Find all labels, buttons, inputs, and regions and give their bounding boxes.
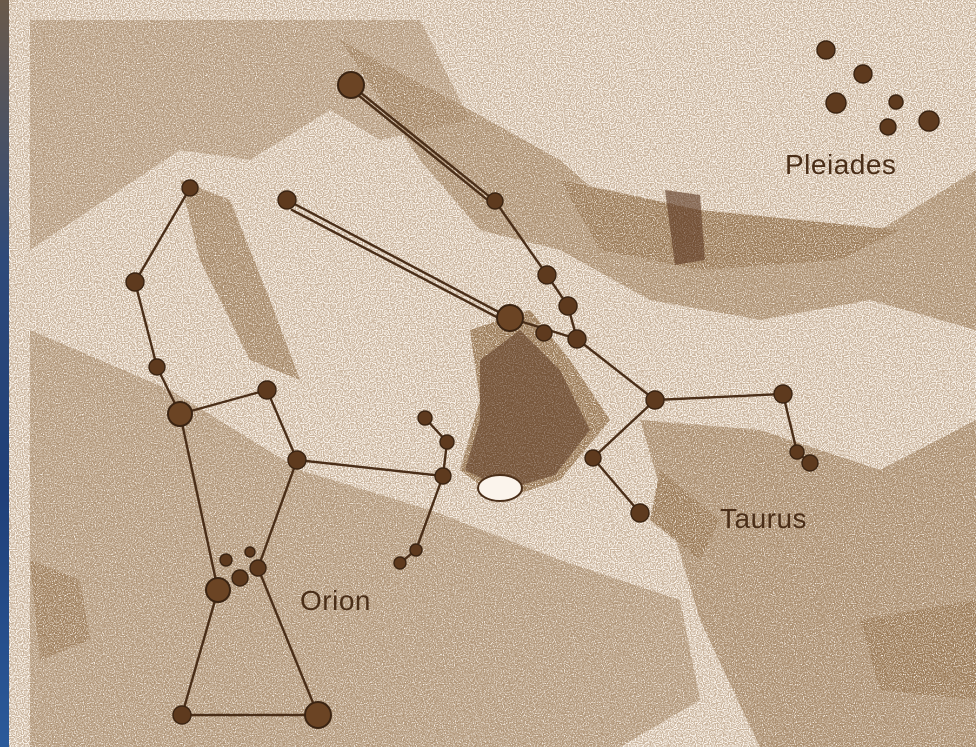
- star: [559, 297, 577, 315]
- star: [487, 193, 503, 209]
- star: [418, 411, 432, 425]
- star: [410, 544, 422, 556]
- star: [173, 706, 191, 724]
- pleiades-star: [817, 41, 835, 59]
- pleiades-star: [880, 119, 896, 135]
- label-pleiades: Pleiades: [785, 149, 896, 180]
- star: [802, 455, 818, 471]
- pleiades-star: [826, 93, 846, 113]
- star-rigel: [305, 702, 331, 728]
- star: [182, 180, 198, 196]
- star: [585, 450, 601, 466]
- star: [790, 445, 804, 459]
- star: [258, 381, 276, 399]
- star: [440, 435, 454, 449]
- star: [288, 451, 306, 469]
- star: [278, 191, 296, 209]
- star: [149, 359, 165, 375]
- star-betelgeuse: [168, 402, 192, 426]
- pleiades-star: [854, 65, 872, 83]
- bull-nostril: [478, 475, 522, 501]
- label-orion: Orion: [300, 585, 371, 616]
- label-taurus: Taurus: [720, 503, 807, 534]
- star: [245, 547, 255, 557]
- star: [435, 468, 451, 484]
- star: [250, 560, 266, 576]
- star: [206, 578, 230, 602]
- star: [220, 554, 232, 566]
- star: [631, 504, 649, 522]
- star-aldebaran: [497, 305, 523, 331]
- star: [338, 72, 364, 98]
- star: [126, 273, 144, 291]
- star: [646, 391, 664, 409]
- pleiades-star: [889, 95, 903, 109]
- star: [232, 570, 248, 586]
- star: [536, 325, 552, 341]
- star: [394, 557, 406, 569]
- pleiades-star: [919, 111, 939, 131]
- star: [538, 266, 556, 284]
- star: [568, 330, 586, 348]
- star: [774, 385, 792, 403]
